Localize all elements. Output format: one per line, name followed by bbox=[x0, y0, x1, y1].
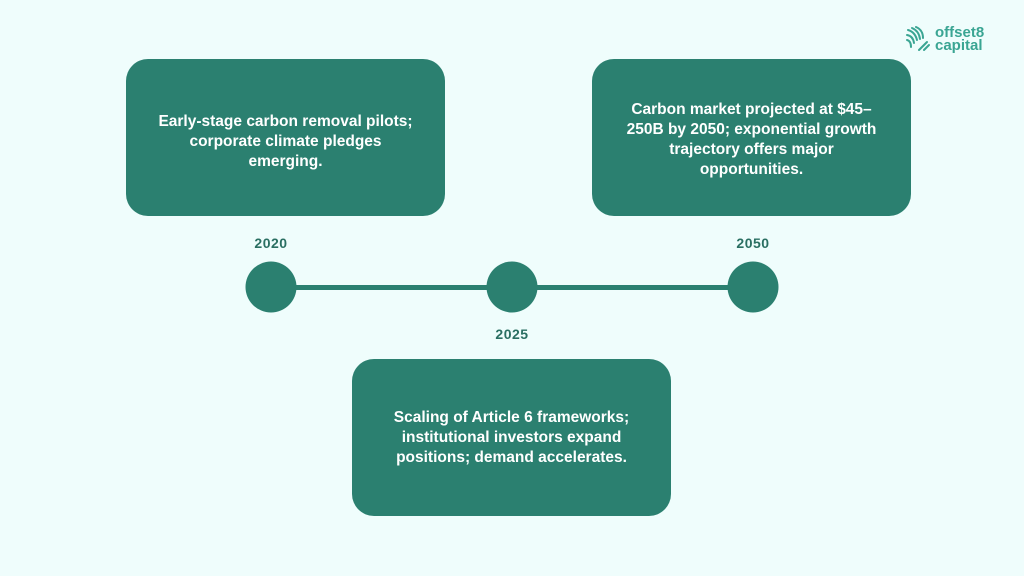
timeline-dot-2025 bbox=[486, 261, 538, 313]
logo-line2: capital bbox=[935, 37, 983, 54]
timeline-dot-2050 bbox=[727, 261, 779, 313]
milestone-text: Scaling of Article 6 frameworks; institu… bbox=[393, 409, 630, 466]
timeline-dot-2020 bbox=[245, 261, 297, 313]
milestone-card-2050: Carbon market projected at $45–250B by 2… bbox=[592, 59, 911, 216]
logo: offset8 capital bbox=[905, 24, 985, 54]
milestone-text: Carbon market projected at $45–250B by 2… bbox=[626, 101, 877, 178]
logo-line1: offset8 bbox=[935, 24, 985, 41]
milestone-text: Early-stage carbon removal pilots; corpo… bbox=[158, 113, 413, 170]
year-label-2025: 2025 bbox=[495, 326, 529, 342]
fingerprint-icon bbox=[906, 26, 930, 51]
year-label-2050: 2050 bbox=[736, 235, 770, 251]
year-label-2020: 2020 bbox=[254, 235, 288, 251]
milestone-card-2025: Scaling of Article 6 frameworks; institu… bbox=[352, 359, 671, 516]
milestone-card-2020: Early-stage carbon removal pilots; corpo… bbox=[126, 59, 445, 216]
